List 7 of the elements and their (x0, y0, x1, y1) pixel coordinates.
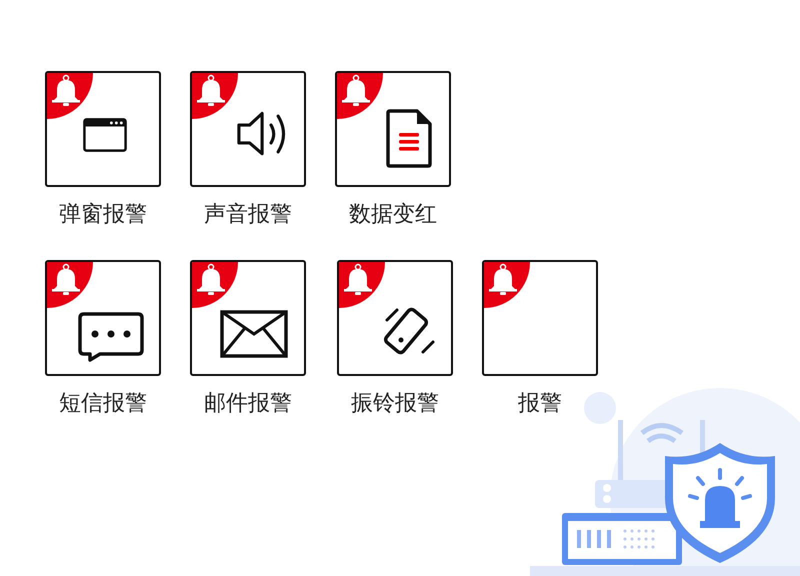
tile-label: 弹窗报警 (58, 201, 148, 229)
tile-label: 邮件报警 (203, 390, 293, 418)
tile-label: 声音报警 (203, 201, 293, 229)
tile-label: 数据变红 (348, 201, 438, 229)
tile-label: 报警 (517, 390, 563, 418)
tile-label: 短信报警 (58, 390, 148, 418)
tile-label: 振铃报警 (350, 390, 440, 418)
